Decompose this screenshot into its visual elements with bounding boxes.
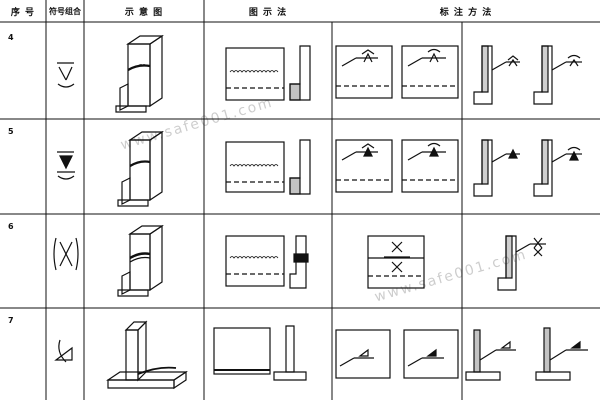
header-sketch: 示 意 图	[124, 7, 164, 18]
header-symbol: 符号组合	[49, 5, 81, 16]
row-number: 5	[8, 127, 14, 136]
row-number: 7	[8, 316, 14, 325]
notation-5	[335, 139, 582, 197]
header-seq: 序 号	[10, 7, 36, 18]
notation-4	[335, 45, 582, 105]
sketch-7	[106, 320, 188, 390]
symbol-combination-4	[57, 62, 75, 88]
header-notation: 标 注 方 法	[439, 7, 493, 18]
drawing-5	[225, 139, 311, 195]
row-number: 4	[8, 33, 14, 42]
sketch-6	[117, 224, 164, 297]
symbol-combination-7	[54, 339, 73, 363]
header-drawing: 图 示 法	[248, 7, 288, 18]
symbol-combination-5	[57, 151, 75, 180]
drawing-4	[225, 45, 311, 101]
sketch-5	[117, 130, 164, 207]
sketch-4	[115, 34, 164, 113]
notation-7	[335, 327, 588, 381]
notation-6	[367, 235, 546, 291]
row-number: 6	[8, 222, 14, 231]
drawing-7	[213, 325, 307, 381]
drawing-6	[225, 235, 309, 289]
symbol-combination-6	[53, 237, 79, 271]
